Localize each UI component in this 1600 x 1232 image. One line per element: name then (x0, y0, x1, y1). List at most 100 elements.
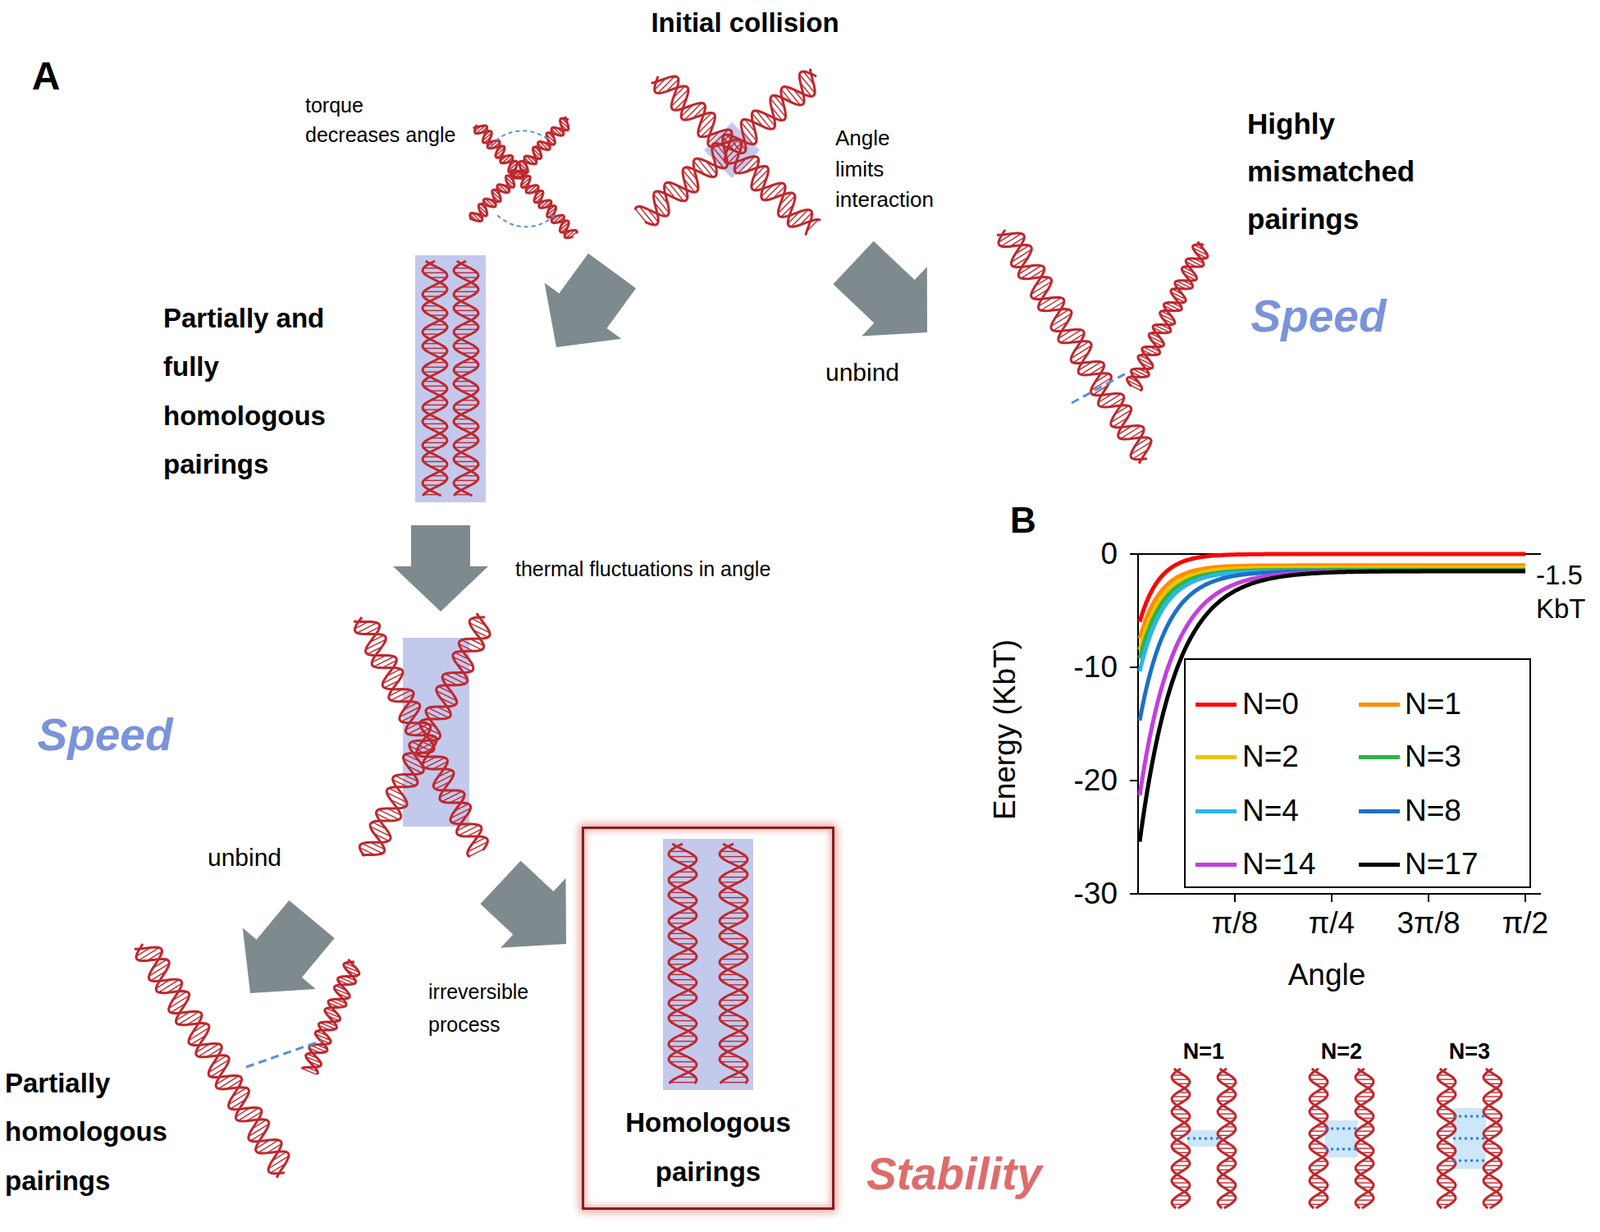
helix-rung (1223, 1117, 1236, 1119)
helix-rung (721, 876, 747, 878)
helix-rung (1438, 1134, 1451, 1136)
helix-rung (461, 427, 478, 429)
helix-rung (429, 375, 431, 377)
helix-rung (647, 209, 659, 223)
helix-rung (1187, 258, 1203, 266)
helix-rung (735, 137, 746, 151)
helix-rung (1356, 1142, 1368, 1144)
helix-rung (1222, 1138, 1225, 1140)
helix-rung (359, 847, 375, 855)
helix-rung (1079, 340, 1082, 343)
helix-rung (668, 182, 685, 202)
contact-count: N=2 (1321, 1037, 1363, 1065)
helix-rung (1438, 1108, 1450, 1110)
dna-helix (1355, 1068, 1374, 1208)
helix-rung (461, 389, 478, 391)
helix-rung (1172, 1129, 1189, 1131)
box-title: Homologous pairings (613, 1097, 803, 1196)
helix-strand (306, 961, 357, 1075)
helix-rung (1310, 1129, 1327, 1131)
helix-rung (522, 182, 530, 188)
helix-rung (1172, 1074, 1184, 1075)
helix-rung (461, 361, 478, 363)
helix-rung (1145, 368, 1148, 371)
helix-rung (449, 795, 465, 803)
helix-rung (693, 160, 704, 174)
helix-rung (1310, 1112, 1327, 1114)
helix-rung (266, 1143, 282, 1153)
helix-rung (1138, 357, 1153, 366)
helix-rung (669, 1056, 687, 1057)
helix-rung (454, 408, 471, 410)
helix-rung (1489, 1125, 1501, 1127)
helix-rung (370, 826, 391, 837)
helix-rung (1120, 425, 1123, 428)
state-heading: Highly mismatched pairings (1247, 100, 1445, 243)
helix-rung (467, 841, 488, 852)
helix-rung (411, 741, 433, 752)
contact-line (1325, 1127, 1358, 1130)
helix-rung (1360, 1138, 1363, 1140)
helix-rung (756, 166, 759, 169)
dna-helix (996, 229, 1152, 464)
helix-rung (452, 656, 474, 667)
helix-rung (1356, 1177, 1368, 1179)
helix-rung (425, 711, 441, 719)
helix-rung (669, 932, 687, 934)
helix-rung (438, 319, 441, 320)
helix-rung (198, 1043, 220, 1056)
helix-rung (1177, 1083, 1190, 1084)
helix-rung (1109, 397, 1125, 407)
helix-rung (423, 493, 439, 495)
helix-rung (311, 1051, 314, 1054)
helix-rung (497, 151, 504, 158)
helix-rung (1310, 1100, 1323, 1102)
helix-rung (1172, 1169, 1185, 1171)
helix-rung (810, 73, 813, 75)
helix-rung (1367, 1190, 1370, 1192)
helix-rung (1176, 1173, 1179, 1175)
helix-rung (458, 824, 479, 835)
helix-rung (340, 983, 343, 986)
helix-rung (752, 113, 764, 127)
helix-rung (1218, 1134, 1231, 1136)
legend-line (1195, 809, 1237, 814)
helix-rung (454, 418, 471, 420)
axis-tick (1129, 892, 1139, 895)
helix-rung (1154, 324, 1170, 333)
helix-rung (1130, 441, 1152, 454)
helix-rung (1315, 1186, 1328, 1188)
helix-rung (423, 418, 439, 420)
helix-rung (1218, 1112, 1235, 1114)
helix-rung (1356, 1164, 1373, 1166)
helix-rung (158, 979, 160, 982)
helix-rung (735, 160, 737, 163)
helix-rung (1140, 457, 1143, 460)
helix-rung (461, 324, 478, 325)
helix-rung (1218, 1198, 1235, 1200)
helix-rung (1438, 1100, 1451, 1102)
helix-rung (800, 212, 813, 225)
helix-rung (1184, 274, 1196, 280)
helix-strand (1217, 1068, 1236, 1208)
helix-rung (720, 881, 740, 883)
helix-rung (1315, 1091, 1327, 1093)
helix-rung (1223, 1083, 1236, 1084)
helix-rung (1130, 371, 1142, 377)
helix-rung (461, 475, 478, 476)
helix-rung (460, 489, 462, 490)
helix-rung (720, 932, 738, 934)
helix-rung (1360, 1069, 1363, 1071)
helix-rung (493, 195, 500, 202)
helix-rung (460, 451, 462, 453)
legend-line (1195, 702, 1237, 707)
helix-rung (423, 380, 439, 382)
helix-rung (306, 1056, 322, 1063)
helix-rung (374, 654, 376, 657)
helix-rung (728, 953, 746, 955)
helix-rung (1172, 1181, 1189, 1183)
helix-rung (158, 979, 179, 992)
helix-rung (1484, 1100, 1497, 1102)
tick-label: -20 (1074, 762, 1118, 799)
helix-rung (687, 865, 690, 867)
